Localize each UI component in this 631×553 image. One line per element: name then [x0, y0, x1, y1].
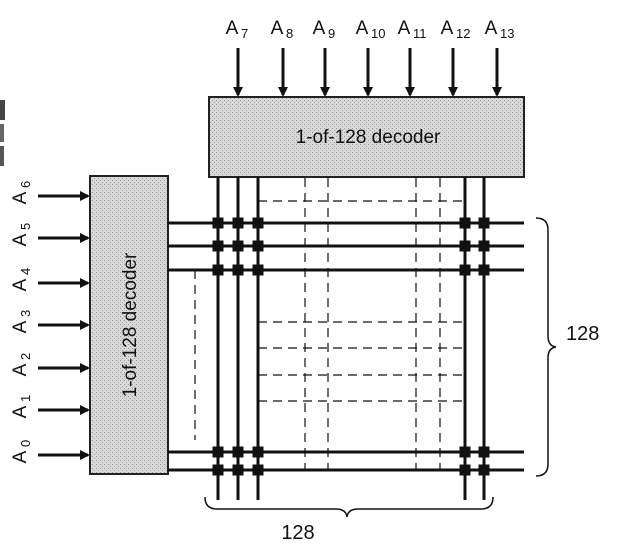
row-address-label-group: A0	[10, 440, 33, 464]
row-count-label: 128	[566, 323, 599, 345]
memory-cell	[212, 446, 224, 458]
row-count-brace: 128	[535, 217, 599, 477]
dashed-word-bit-lines	[194, 178, 465, 470]
row-address-label: A	[10, 320, 31, 333]
row-decoder-label: 1-of-128 decoder	[120, 252, 141, 397]
memory-cell	[252, 217, 264, 229]
memory-cell	[252, 464, 264, 476]
memory-cell	[478, 217, 490, 229]
row-address-label: A	[10, 363, 31, 376]
memory-cell	[212, 464, 224, 476]
row-address-label-group: A1	[10, 395, 33, 419]
memory-cell	[252, 446, 264, 458]
row-address-subscript: 6	[18, 181, 33, 188]
column-address-subscript: 10	[371, 26, 385, 41]
memory-cell	[459, 464, 471, 476]
memory-cell	[212, 264, 224, 276]
column-address-subscript: 9	[328, 26, 335, 41]
memory-cell	[478, 464, 490, 476]
memory-cell	[478, 264, 490, 276]
column-address-label: A	[398, 18, 411, 39]
memory-cell	[459, 264, 471, 276]
row-address-subscript: 1	[18, 395, 33, 402]
column-address-subscript: 13	[500, 26, 514, 41]
row-address-label: A	[10, 191, 31, 204]
row-decoder-box	[89, 175, 169, 475]
row-address-label-group: A5	[10, 223, 33, 247]
memory-cell	[232, 464, 244, 476]
memory-cell	[459, 217, 471, 229]
column-address-label: A	[313, 18, 326, 39]
row-address-label-group: A2	[10, 353, 33, 377]
memory-cells	[212, 217, 490, 476]
row-decoder: 1-of-128 decoder	[89, 175, 169, 475]
column-count-label: 128	[281, 522, 314, 544]
memory-cell	[232, 264, 244, 276]
row-address-subscript: 0	[18, 440, 33, 447]
memory-cell	[212, 217, 224, 229]
column-address-label: A	[441, 18, 454, 39]
column-address-subscript: 11	[413, 26, 427, 41]
memory-cell	[252, 264, 264, 276]
row-address-label: A	[10, 278, 31, 291]
column-decoder: 1-of-128 decoder	[208, 96, 525, 178]
row-address-subscript: 4	[18, 268, 33, 275]
row-address-subscript: 2	[18, 353, 33, 360]
column-decoder-box	[208, 96, 525, 178]
memory-cell	[212, 240, 224, 252]
column-address-label: A	[226, 18, 239, 39]
row-address-label: A	[10, 450, 31, 463]
memory-cell	[232, 217, 244, 229]
memory-cell	[252, 240, 264, 252]
column-count-brace: 128	[204, 496, 494, 544]
row-address-label-group: A6	[10, 181, 33, 205]
memory-cell	[459, 446, 471, 458]
column-address-subscript: 7	[241, 26, 248, 41]
memory-cell	[478, 240, 490, 252]
column-address-label: A	[356, 18, 369, 39]
column-address-subscript: 8	[286, 26, 293, 41]
memory-cell	[459, 240, 471, 252]
memory-cell	[478, 446, 490, 458]
row-address-subscript: 5	[18, 223, 33, 230]
column-address-subscript: 12	[456, 26, 470, 41]
column-decoder-label: 1-of-128 decoder	[296, 127, 441, 148]
row-address-subscript: 3	[18, 310, 33, 317]
row-address-label-group: A3	[10, 310, 33, 334]
scan-edge-artifacts	[0, 100, 5, 166]
row-address-label-group: A4	[10, 268, 33, 292]
column-address-label: A	[485, 18, 498, 39]
column-address-label: A	[271, 18, 284, 39]
memory-cell	[232, 240, 244, 252]
row-address-label: A	[10, 405, 31, 418]
row-address-label: A	[10, 233, 31, 246]
memory-cell	[232, 446, 244, 458]
